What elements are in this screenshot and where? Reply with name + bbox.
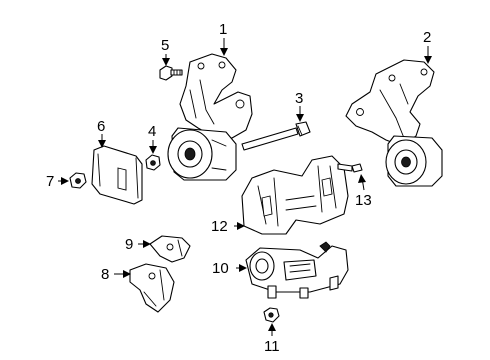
- callout-12: 12: [211, 218, 228, 235]
- callout-4: 4: [148, 123, 156, 140]
- callout-8: 8: [101, 266, 109, 283]
- callout-11: 11: [264, 338, 280, 355]
- callout-labels: 1 2 3 4 5 6 7 8 9 10 11 12 13: [46, 21, 431, 355]
- part-6-heat-shield: [91, 145, 143, 205]
- callout-6: 6: [97, 118, 105, 135]
- part-2-engine-mount-right: [345, 59, 443, 187]
- callout-3: 3: [295, 90, 303, 107]
- callout-10: 10: [212, 260, 229, 277]
- callout-9: 9: [125, 236, 133, 253]
- part-9-small-bracket: [149, 235, 191, 263]
- leader-lines: [58, 38, 432, 336]
- callout-2: 2: [423, 29, 431, 46]
- part-3-through-bolt: [241, 121, 311, 151]
- callout-5: 5: [161, 37, 169, 54]
- part-11-nut: [263, 307, 280, 323]
- part-7-nut: [69, 172, 87, 189]
- part-12-support-bracket: [241, 155, 349, 235]
- part-13-bolt: [337, 163, 363, 173]
- part-8-angled-bracket: [129, 263, 175, 313]
- part-4-nut: [145, 154, 161, 171]
- part-1-engine-mount-left: [167, 53, 253, 181]
- callout-13: 13: [355, 192, 372, 209]
- callout-1: 1: [219, 21, 227, 38]
- part-5-bolt: [159, 65, 183, 81]
- callout-7: 7: [46, 173, 54, 190]
- part-10-transmission-mount: [245, 241, 349, 299]
